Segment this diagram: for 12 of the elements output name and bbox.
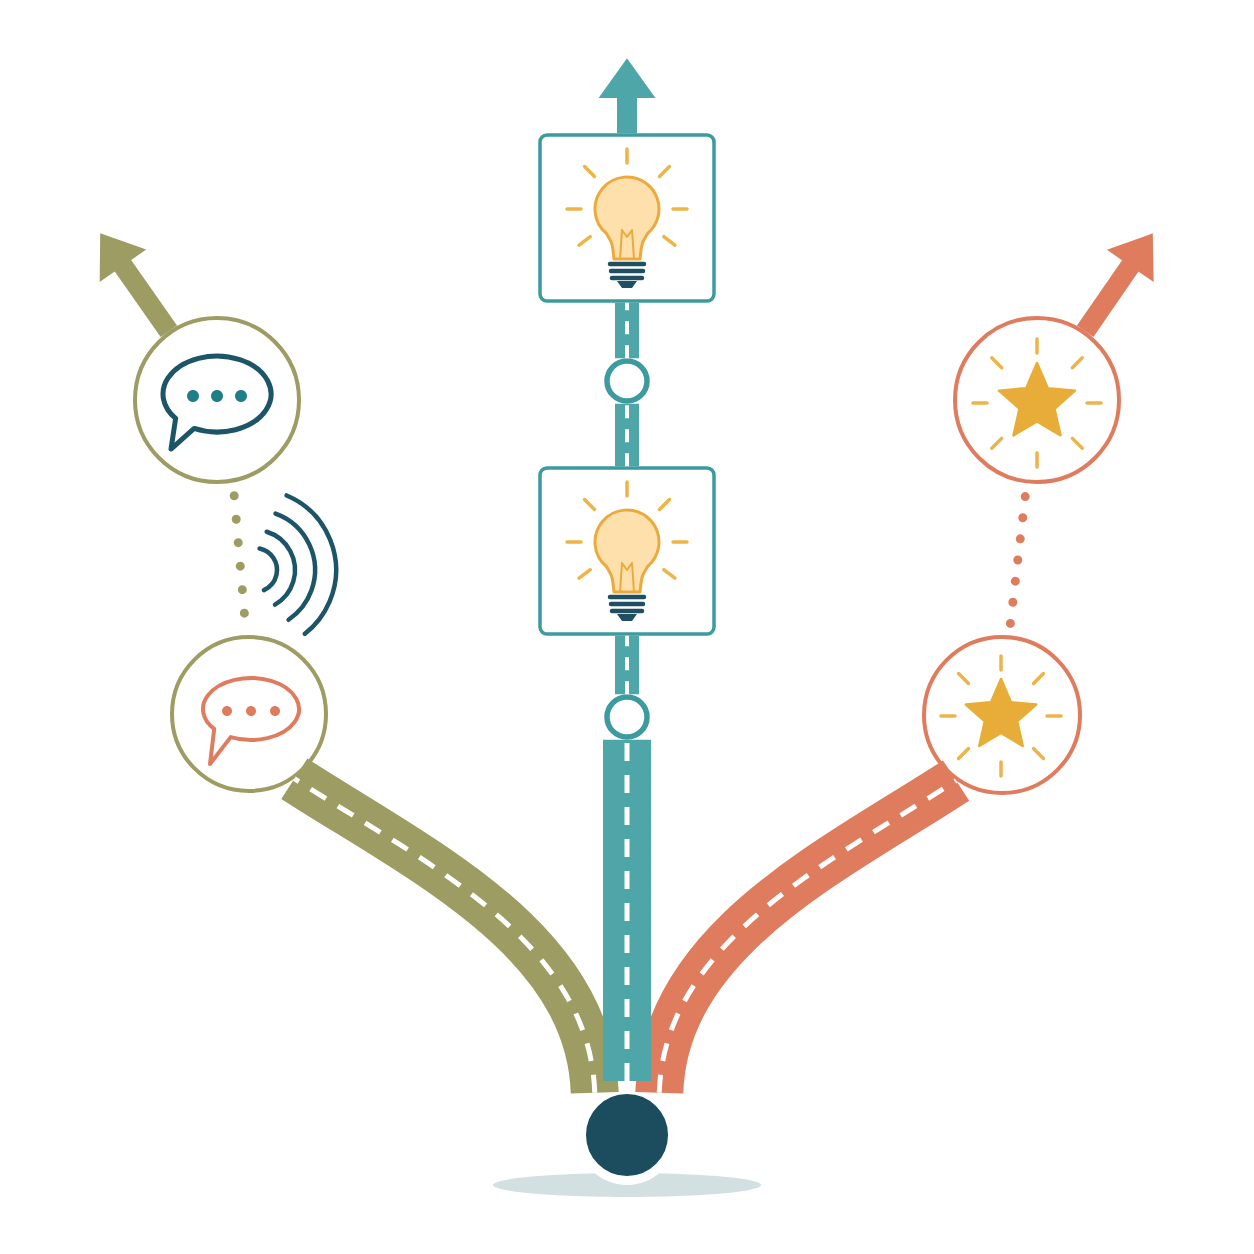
ring-marker — [604, 358, 650, 404]
road — [615, 403, 639, 467]
icon-circle — [170, 635, 328, 793]
dotted-line — [1005, 491, 1030, 628]
icon-circle — [133, 316, 301, 484]
road — [603, 739, 651, 1081]
road — [615, 635, 639, 695]
dotted-line — [229, 490, 249, 618]
road — [281, 758, 619, 1096]
road — [635, 760, 969, 1096]
ring-marker — [604, 694, 650, 740]
road — [615, 302, 639, 359]
